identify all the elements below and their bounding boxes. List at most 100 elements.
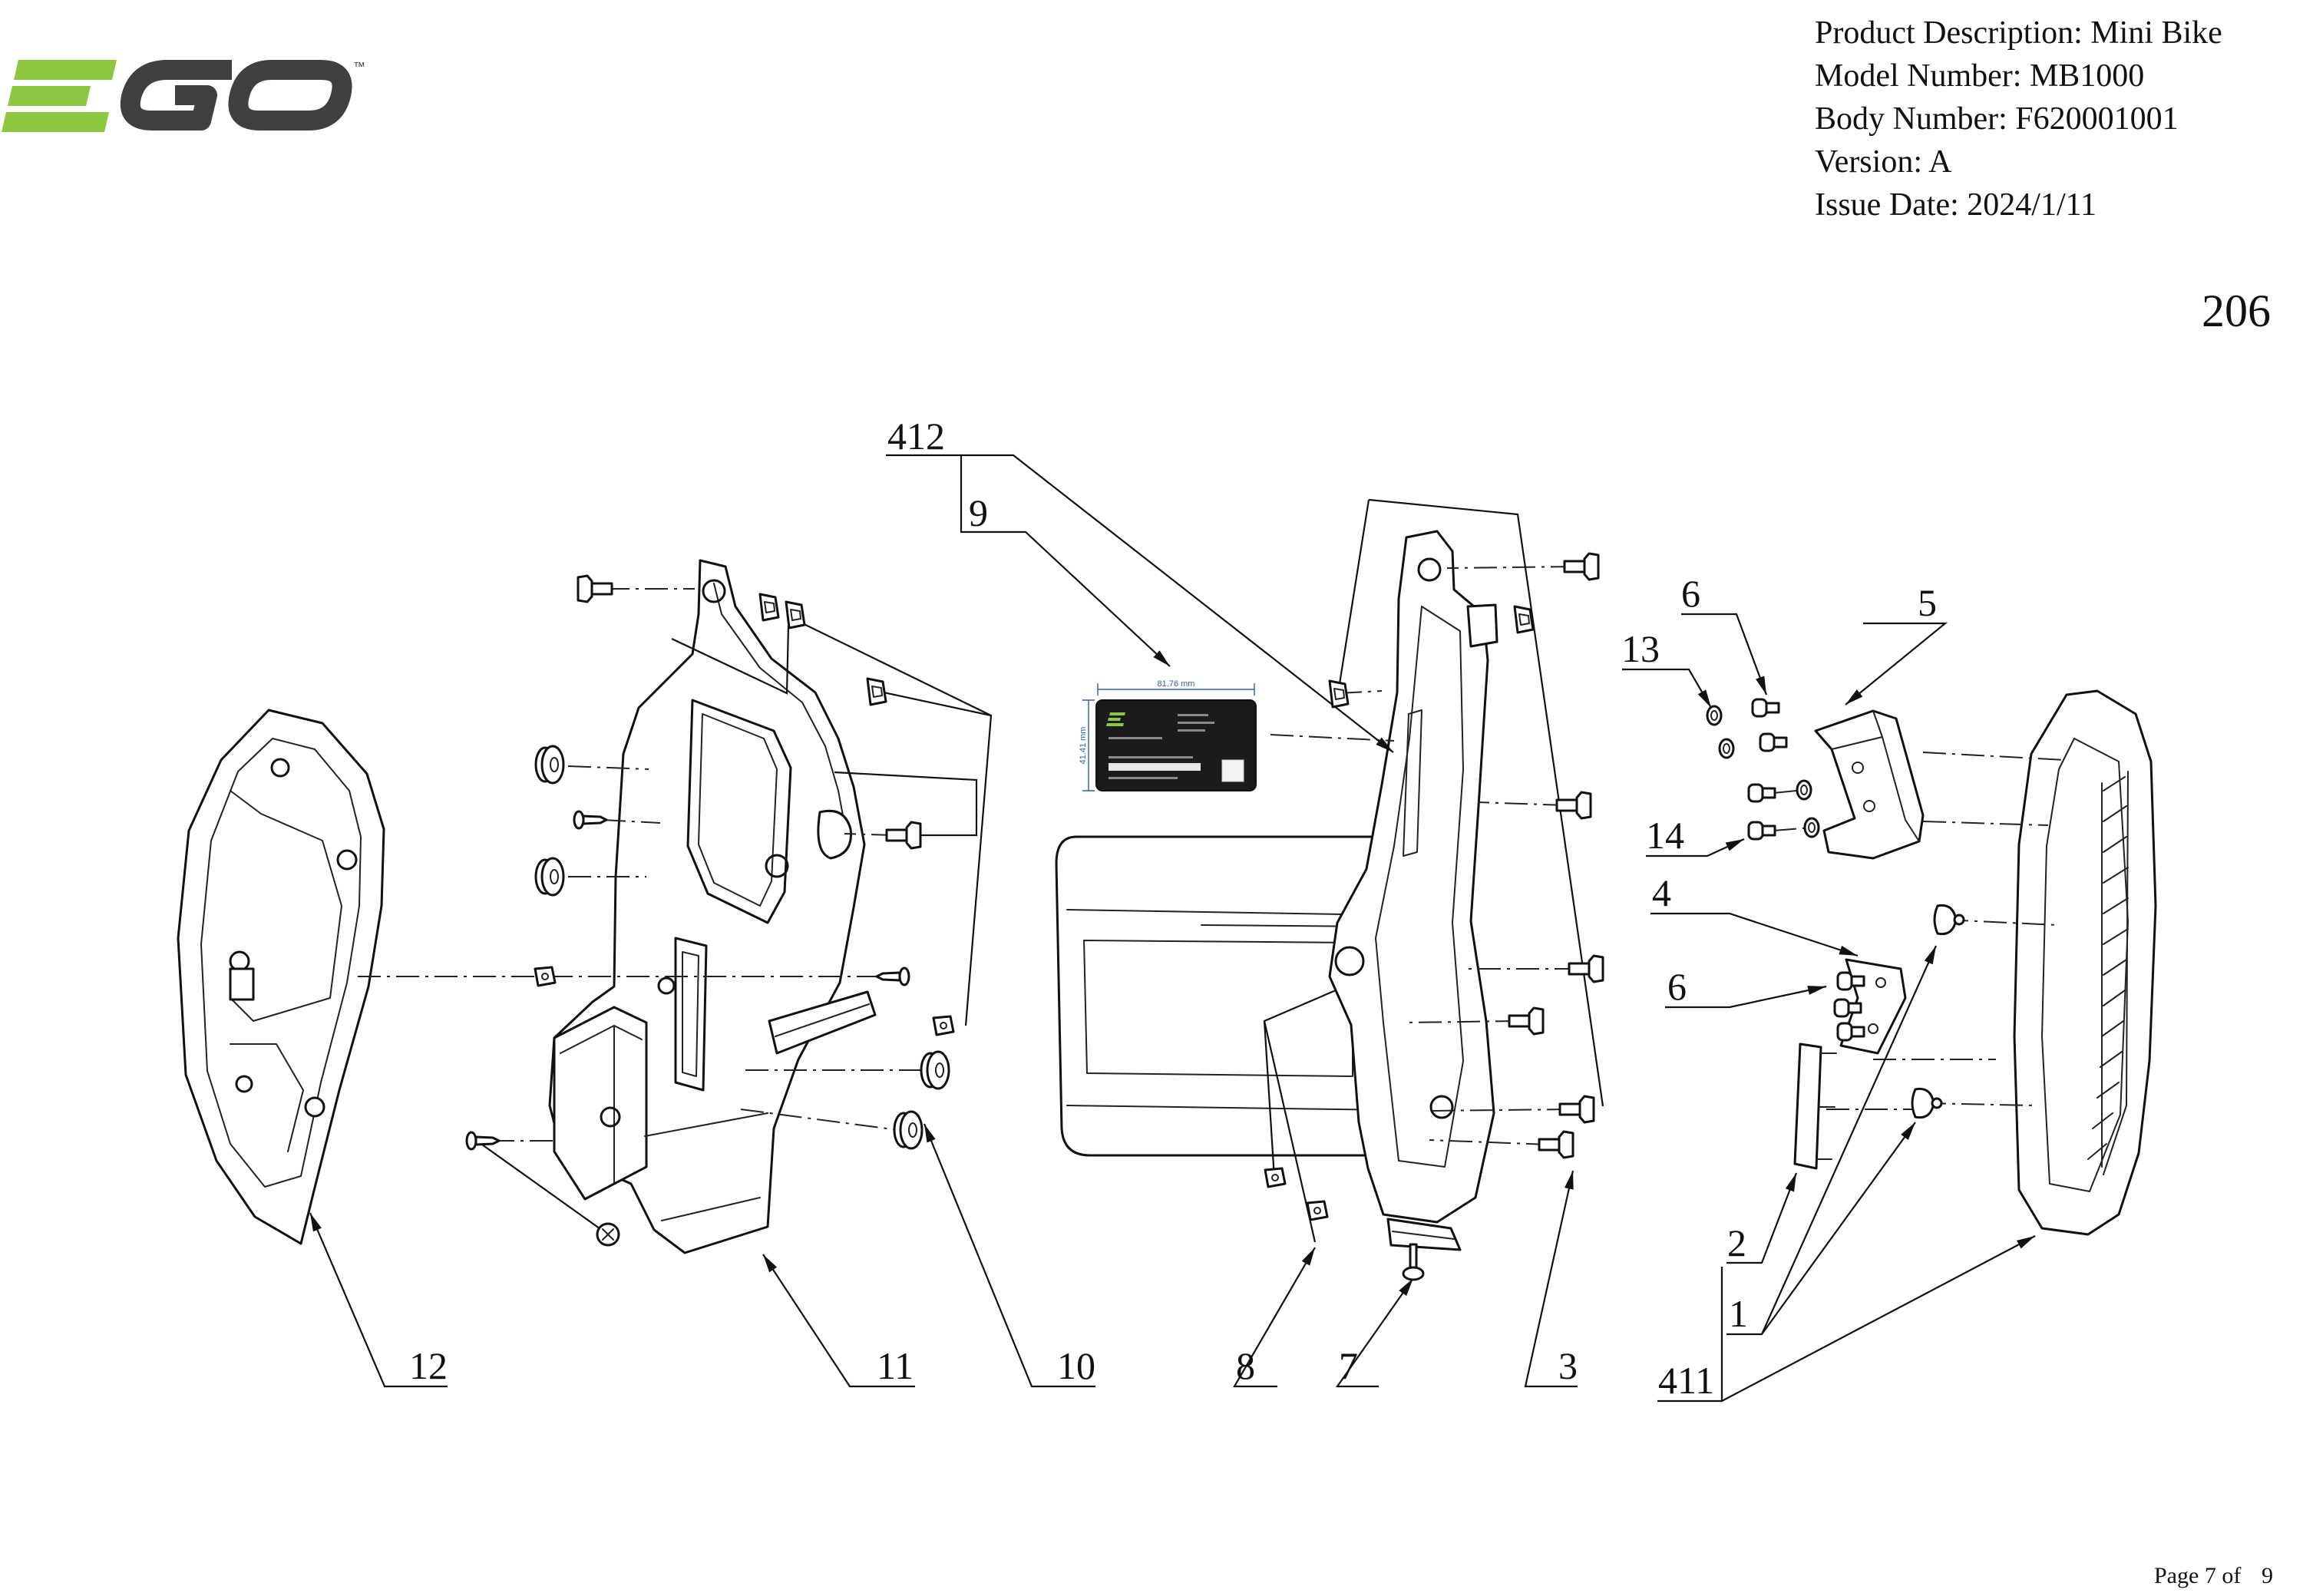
bolt-fastener	[1563, 552, 1600, 581]
bolt-head	[577, 574, 593, 603]
battery-panel	[1083, 940, 1353, 1077]
callout-13: 13	[1621, 627, 1660, 670]
foot-fastener	[1911, 1087, 1943, 1119]
centerline	[567, 765, 649, 770]
pin-head	[465, 1131, 477, 1151]
leader-line-12	[309, 1212, 448, 1388]
part-5-bracket	[1814, 709, 1925, 860]
cap-screw-head	[1759, 732, 1776, 752]
bolt-shank	[1568, 962, 1591, 976]
washer-hole	[1710, 710, 1718, 721]
bolt-shank	[1508, 1014, 1531, 1028]
cap-screw-head	[1833, 998, 1850, 1018]
bracket-fold	[1831, 710, 1920, 842]
right-frame-lower-hole	[1334, 946, 1365, 976]
frame-lever-edge	[775, 1003, 870, 1037]
cap-screw-shank	[1765, 702, 1780, 714]
leader-line-1	[1761, 1122, 1916, 1335]
washer-ring	[1718, 738, 1735, 759]
pin-fastener	[465, 1131, 501, 1151]
screw-cross-slot	[602, 1228, 614, 1241]
callout-1: 1	[1729, 1292, 1748, 1335]
clip-tab	[790, 609, 801, 621]
phillips-fastener	[596, 1222, 620, 1247]
centerline	[1429, 1139, 1550, 1145]
clip-tab	[1518, 613, 1530, 626]
clip-body	[1328, 679, 1350, 709]
frame-hole	[657, 976, 676, 995]
leader-line-8	[1233, 1247, 1316, 1388]
grommet-hole	[550, 757, 559, 772]
cap-screw-head	[1836, 971, 1853, 991]
callout-6-upper: 6	[1681, 572, 1700, 615]
nut-hole	[1271, 1174, 1279, 1181]
leader-line-411	[1657, 1235, 2036, 1403]
part-411-right-cover	[2013, 689, 2157, 1236]
product-description: Product Description: Mini Bike	[1815, 15, 2222, 51]
grommet-fastener	[893, 1110, 924, 1150]
bolt-fastener	[1568, 954, 1604, 983]
issue-date: Issue Date: 2024/1/11	[1815, 187, 2096, 223]
centerline	[602, 819, 661, 824]
cover-boss	[336, 849, 358, 871]
screw-pan-head	[1402, 1266, 1425, 1281]
connector-line	[476, 1140, 609, 1235]
cap-fastener	[1836, 971, 1865, 991]
cap-screw-shank	[1761, 824, 1776, 837]
frame-slot	[674, 937, 708, 1092]
frame-tab-hole	[702, 579, 726, 603]
grommet-front	[926, 1050, 950, 1090]
cap-screw-shank	[1850, 1026, 1865, 1038]
washer-fastener	[1706, 705, 1723, 726]
bolt-shank	[1563, 560, 1586, 573]
leader-line-412	[886, 454, 1394, 753]
clip-fastener	[785, 600, 806, 629]
sticker-print-line	[1178, 714, 1208, 716]
header-info: Product Description: Mini Bike Model Num…	[1815, 15, 2222, 223]
clip-fastener	[866, 677, 887, 706]
bolt-fastener	[1555, 791, 1592, 820]
version: Version: A	[1815, 144, 1952, 180]
pin-head	[898, 967, 910, 986]
leader-line-7	[1335, 1277, 1414, 1388]
washer-fastener	[1718, 738, 1735, 759]
bolt-fastener	[1558, 1095, 1595, 1124]
sticker-print-line	[1109, 756, 1193, 758]
nut-hole	[1313, 1207, 1321, 1214]
fastener-layer	[465, 552, 1965, 1281]
cap-screw-head	[1836, 1022, 1853, 1042]
nut-body	[1264, 1167, 1287, 1188]
bolt-head	[905, 821, 922, 850]
foot-fastener	[1933, 904, 1965, 936]
nut-body	[932, 1015, 955, 1036]
nut-hole	[940, 1022, 947, 1029]
clip-body	[1513, 605, 1535, 634]
cover-inner-rib	[230, 790, 342, 1022]
callout-10: 10	[1057, 1344, 1095, 1387]
callout-3: 3	[1558, 1344, 1578, 1387]
sticker-print-line	[1109, 737, 1162, 739]
cover-outline	[177, 709, 385, 1245]
cover-lower-rib	[230, 1043, 304, 1152]
leader-line-14	[1646, 838, 1745, 857]
centerline	[1922, 752, 2066, 761]
strip-pins	[1816, 1052, 1837, 1160]
callout-12: 12	[409, 1344, 448, 1387]
plate-hole	[1875, 977, 1886, 988]
rubber-foot-body	[1933, 904, 1958, 936]
right-frame-top-hole	[1417, 557, 1442, 582]
ego-logo: ™	[2, 60, 365, 132]
part-11-left-frame	[548, 559, 877, 1254]
cover-boss	[304, 1096, 325, 1118]
sticker-height-dimension: 41.41 mm	[1079, 727, 1088, 765]
bracket-hole	[1852, 762, 1864, 774]
nut-fastener	[534, 966, 557, 987]
grommet-hole	[908, 1122, 917, 1138]
frame-lower-box-edge	[560, 1025, 643, 1183]
pin-fastener	[573, 810, 608, 830]
leader-line-3	[1524, 1170, 1578, 1388]
connector-line	[1337, 499, 1370, 689]
cap-screw-shank	[1847, 1002, 1862, 1014]
